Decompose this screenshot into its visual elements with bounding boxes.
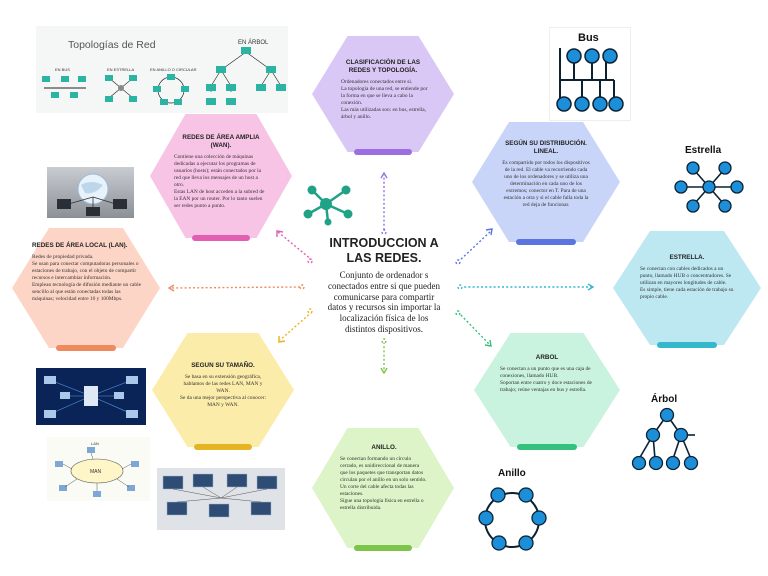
card-distribucion: SEGÚN SU DISTRIBUCIÓN. LINEAL. Es compar…: [500, 140, 592, 209]
bar-distribucion: [516, 239, 576, 245]
anillo-diagram: Anillo: [464, 462, 559, 560]
topologias-arbol-label: EN ÁRBOL: [238, 39, 269, 46]
card-estrella: ESTRELLA. Se conectan con cables dedicad…: [640, 254, 734, 301]
card-tamano-title: SEGUN SU TAMAÑO.: [191, 362, 255, 369]
card-distribucion-title: SEGÚN SU DISTRIBUCIÓN. LINEAL.: [505, 140, 587, 155]
connector-distribucion: [457, 229, 493, 263]
bar-lan: [56, 345, 116, 351]
card-lan-title: REDES DE ÁREA LOCAL (LAN).: [32, 242, 128, 249]
card-tamano-text: Se basa en su extensión geográfica, habl…: [180, 373, 266, 408]
central-topic-text: Conjunto de ordenador s conectados entre…: [327, 270, 441, 334]
connector-lan: [169, 286, 301, 289]
anillo-title: Anillo: [498, 468, 526, 479]
card-anillo: ANILLO. Se conectan formando un círculo …: [340, 444, 428, 512]
card-anillo-text: Se conectan formando un círculo cerrado,…: [340, 455, 427, 511]
card-arbol-title: ARBOL: [535, 354, 559, 361]
arbol-diagram: Árbol: [625, 389, 710, 481]
card-clasificacion: CLASIFICACIÓN DE LAS REDES Y TOPOLOGÍA. …: [337, 59, 429, 121]
connector-tamano: [279, 311, 313, 341]
lan-server-image: [36, 368, 146, 425]
card-wan-text: Contiene una colección de máquinas dedic…: [174, 153, 265, 209]
card-lan: REDES DE ÁREA LOCAL (LAN). Redes de prop…: [32, 242, 142, 303]
card-lan-text: Redes de propiedad privada. Se usan para…: [32, 253, 141, 302]
card-wan-title: REDES DE ÁREA AMPLIA (WAN).: [182, 134, 260, 149]
bus-title: Bus: [578, 32, 599, 44]
card-anillo-title: ANILLO.: [371, 444, 397, 451]
globe-network-image: [47, 167, 134, 218]
arbol-title: Árbol: [651, 392, 677, 405]
card-arbol: ARBOL Se conectan a un punto que es una …: [500, 354, 594, 394]
man-diagram-image: MAN LAN: [47, 437, 150, 501]
topologias-image: Topologías de Red EN ÁRBOL EN BUS EN EST…: [36, 26, 288, 113]
computers-image: [157, 468, 285, 530]
lan-label: LAN: [91, 441, 99, 446]
network-icon: [298, 180, 364, 226]
connector-wan: [277, 231, 313, 261]
card-tamano: SEGUN SU TAMAÑO. Se basa en su extensión…: [178, 362, 268, 409]
card-clasificacion-title: CLASIFICACIÓN DE LAS REDES Y TOPOLOGÍA.: [345, 59, 421, 74]
topologias-estrella-label: EN ESTRELLA: [107, 67, 134, 72]
topologias-anillo-label: EN ANILLO O CIRCULAR: [150, 67, 197, 72]
card-wan: REDES DE ÁREA AMPLIA (WAN). Contiene una…: [174, 134, 268, 210]
bar-arbol: [517, 444, 577, 450]
bus-diagram: Bus: [549, 27, 631, 121]
card-clasificacion-text: Ordenadores conectados entre si. La topo…: [341, 78, 428, 120]
card-estrella-text: Se conectan con cables dedicados a un pu…: [640, 265, 734, 300]
connector-arbol: [457, 311, 491, 346]
card-distribucion-text: Es compartido por todos los dispositivos…: [502, 159, 590, 208]
card-arbol-text: Se conectan a un punto que es una caja d…: [500, 365, 592, 393]
man-label: MAN: [90, 469, 102, 475]
hex-lan: [12, 228, 160, 348]
central-topic: INTRODUCCION A LAS REDES. Conjunto de or…: [326, 236, 442, 335]
estrella-title: Estrella: [685, 145, 722, 156]
hex-estrella: [613, 231, 761, 345]
card-estrella-title: ESTRELLA.: [669, 254, 705, 261]
bar-clasificacion: [354, 149, 412, 155]
bar-estrella: [657, 342, 717, 348]
bar-anillo: [354, 545, 412, 551]
bar-wan: [192, 235, 250, 241]
topologias-bus-label: EN BUS: [55, 67, 70, 72]
topologias-title: Topologías de Red: [68, 39, 156, 51]
bar-tamano: [194, 444, 252, 450]
central-topic-title: INTRODUCCION A LAS REDES.: [329, 236, 439, 265]
estrella-diagram: Estrella: [671, 141, 748, 225]
